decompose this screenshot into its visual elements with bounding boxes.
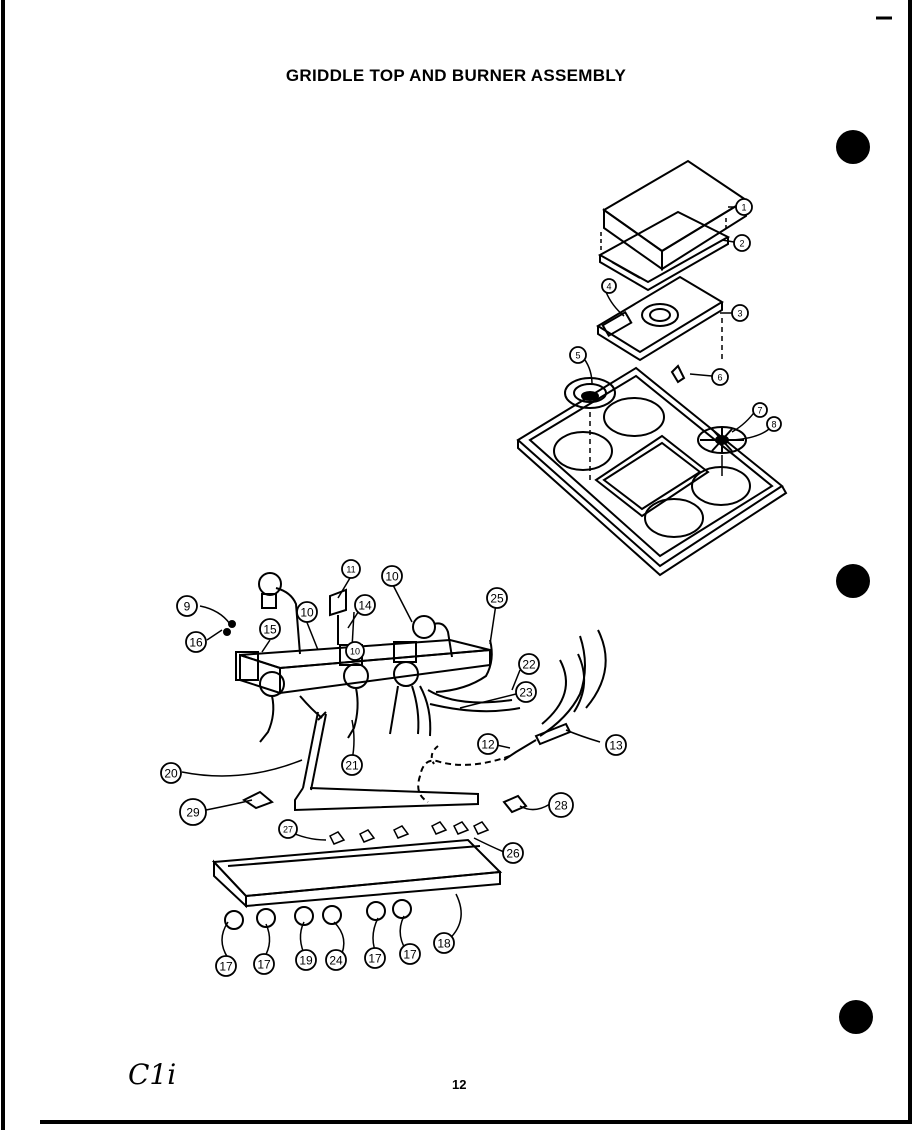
callout-label: 3 xyxy=(737,309,742,319)
callout-label: 17 xyxy=(403,948,417,962)
callout-label: 21 xyxy=(345,759,359,773)
handwritten-note: C1i xyxy=(128,1058,177,1091)
spark-clip xyxy=(670,364,686,384)
callout-label: 25 xyxy=(490,592,504,606)
cooktop-frame xyxy=(516,366,788,577)
callout-circle xyxy=(176,595,198,617)
callout-label: 9 xyxy=(184,600,191,614)
callout-label: 8 xyxy=(771,420,776,430)
page-number: 12 xyxy=(452,1077,467,1092)
orifice-hoods xyxy=(328,821,490,845)
callout-circle xyxy=(341,559,361,579)
callout-label: 1 xyxy=(741,203,746,213)
callout-label: 17 xyxy=(257,958,271,972)
callout-circle xyxy=(733,234,751,252)
gas-lines xyxy=(299,639,521,721)
callout-circle xyxy=(296,601,318,623)
callout-circle xyxy=(295,949,317,971)
callout-circle xyxy=(605,734,627,756)
callout-circle xyxy=(160,762,182,784)
callout-label: 19 xyxy=(299,954,313,968)
ignition-wire xyxy=(417,755,511,803)
control-knobs xyxy=(224,899,412,930)
callout-circle xyxy=(253,953,275,975)
callout-label: 10 xyxy=(350,647,360,657)
callout-label: 10 xyxy=(385,570,399,584)
valve-knob-stems xyxy=(258,572,453,743)
callout-label: 24 xyxy=(329,954,343,968)
page-title: GRIDDLE TOP AND BURNER ASSEMBLY xyxy=(285,66,627,85)
callout-circle xyxy=(381,565,403,587)
callout-circle xyxy=(502,842,524,864)
fittings xyxy=(223,620,236,636)
callout-circle xyxy=(548,792,574,818)
burner-pan xyxy=(596,275,724,362)
callout-label: 10 xyxy=(300,606,314,620)
callout-label: 4 xyxy=(606,282,611,292)
callout-label: 6 xyxy=(717,373,722,383)
callout-label: 13 xyxy=(609,739,623,753)
callout-circle xyxy=(486,587,508,609)
callout-circle xyxy=(735,198,753,216)
star-burner xyxy=(697,426,747,454)
callout-circle xyxy=(354,594,376,616)
callout-label: 17 xyxy=(368,952,382,966)
callout-circle xyxy=(259,618,281,640)
callout-label: 7 xyxy=(757,406,762,416)
callout-circle xyxy=(364,947,386,969)
callout-label: 18 xyxy=(437,937,451,951)
burner-tray xyxy=(211,838,503,909)
binder-hole xyxy=(836,130,870,164)
callout-label: 27 xyxy=(283,825,293,835)
callout-label: 17 xyxy=(219,960,233,974)
callout-circle xyxy=(711,368,729,386)
callout-label: 23 xyxy=(519,686,533,700)
callout-circle xyxy=(433,932,455,954)
callout-circle xyxy=(185,631,207,653)
callout-circle xyxy=(278,819,298,839)
callout-circle xyxy=(325,949,347,971)
callout-label: 16 xyxy=(189,636,203,650)
callout-circle xyxy=(569,346,587,364)
burner-ring xyxy=(564,377,616,409)
callout-circle xyxy=(752,402,768,418)
callout-label: 22 xyxy=(522,658,536,672)
callout-circle xyxy=(731,304,749,322)
callout-circle xyxy=(518,653,540,675)
griddle-cover xyxy=(602,159,748,271)
callout-label: 11 xyxy=(346,565,355,575)
thermostat-bracket xyxy=(329,588,347,645)
callout-label: 5 xyxy=(575,351,580,361)
callout-circle xyxy=(399,943,421,965)
callout-circle xyxy=(341,754,363,776)
callout-circle xyxy=(477,733,499,755)
main-supply-pipe xyxy=(294,711,479,812)
bracket-parts xyxy=(242,790,528,814)
callout-label: 29 xyxy=(186,806,200,820)
callout-circle xyxy=(766,416,782,432)
callout-label: 14 xyxy=(358,599,372,613)
binder-hole xyxy=(836,564,870,598)
callout-circle xyxy=(345,641,365,661)
thermocouple-lines xyxy=(503,629,607,761)
callout-label: 12 xyxy=(481,738,495,752)
callout-circle xyxy=(515,681,537,703)
callout-label: 2 xyxy=(739,239,744,249)
binder-hole xyxy=(839,1000,873,1034)
callout-circle xyxy=(601,278,617,294)
callout-label: 26 xyxy=(506,847,520,861)
callout-label: 20 xyxy=(164,767,178,781)
callout-label: 28 xyxy=(554,799,568,813)
callout-circle xyxy=(179,798,207,826)
callout-label: 15 xyxy=(263,623,277,637)
callout-circle xyxy=(215,955,237,977)
